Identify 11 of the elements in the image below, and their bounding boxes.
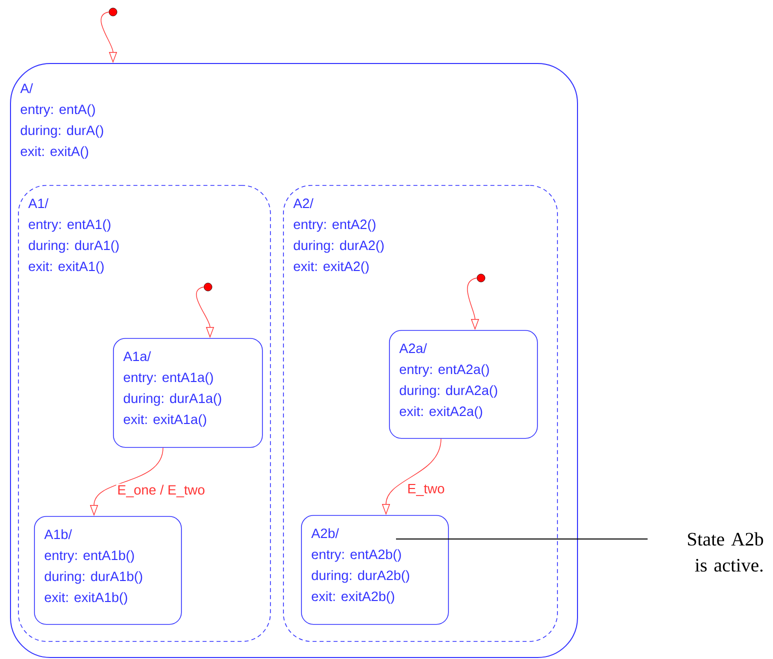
state-box: A1b/ entry: entA1b() during: durA1b() exit: exitA1b() (34, 516, 182, 625)
edge-label: E_one / E_two (116, 484, 206, 498)
callout-text: State A2b is active. (688, 532, 764, 572)
state-box: A1a/ entry: entA1a() during: durA1a() exit: exitA1a() (113, 338, 263, 448)
state-box: A2a/ entry: entA2a() during: durA2a() exit: exitA2a() (389, 330, 538, 439)
state-box: A2b/ entry: entA2b() during: durA2b() exit: exitA2b() (301, 515, 449, 625)
default-transition-dot (108, 8, 118, 16)
default-transition-dot (476, 274, 486, 282)
leader-line (396, 538, 648, 540)
edge-label: E_two (406, 483, 446, 497)
default-transition-dot (204, 282, 212, 292)
